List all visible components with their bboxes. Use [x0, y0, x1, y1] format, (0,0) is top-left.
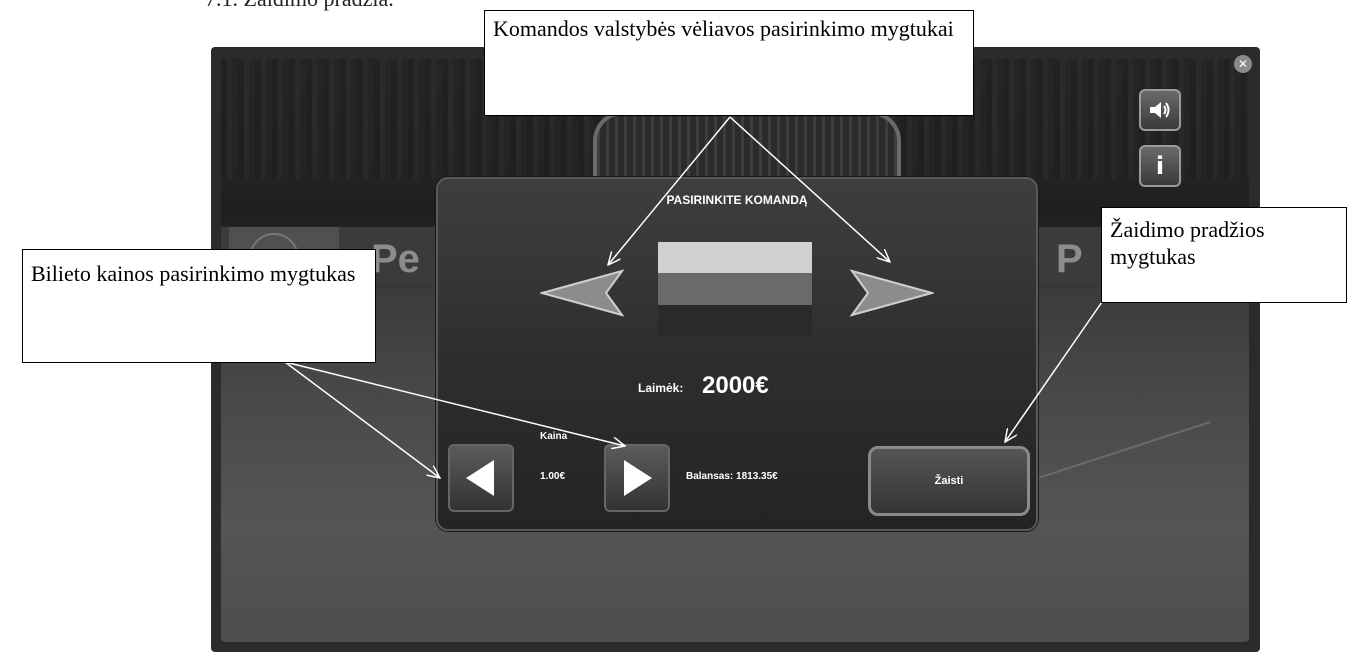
price-label: Kaina [540, 431, 568, 442]
team-next-arrow[interactable] [850, 269, 934, 317]
left-arrow-icon [466, 460, 494, 496]
info-icon[interactable]: i [1139, 145, 1181, 187]
ad-text-left: Pe [371, 237, 420, 281]
callout-team-flag: Komandos valstybės vėliavos pasirinkimo … [484, 10, 974, 116]
arrow-to-play [1005, 301, 1103, 442]
dialog-title: PASIRINKITE KOMANDĄ [666, 193, 808, 207]
flag-stripe-middle [658, 273, 812, 305]
arrow-to-price-increase [284, 361, 625, 446]
price-decrease-button[interactable] [448, 444, 514, 512]
ad-text-right: P [1056, 237, 1083, 281]
close-icon[interactable]: ✕ [1234, 55, 1252, 73]
team-select-dialog: PASIRINKITE KOMANDĄ Laimėk: 2000€ Kaina … [436, 177, 1038, 531]
arrow-to-team-next [729, 116, 890, 262]
callout-ticket-price: Bilieto kainos pasirinkimo mygtukas [22, 249, 376, 363]
price-increase-button[interactable] [604, 444, 670, 512]
flag-stripe-bottom [658, 304, 812, 336]
arrow-to-price-decrease [284, 361, 440, 478]
price-value: 1.00€ [540, 471, 566, 482]
team-prev-arrow[interactable] [540, 269, 624, 317]
balance-text: Balansas: 1813.35€ [686, 471, 778, 482]
team-flag [658, 242, 812, 336]
callout-game-start: Žaidimo pradžios mygtukas [1101, 207, 1347, 303]
win-label: Laimėk: [638, 381, 684, 395]
play-button[interactable]: Žaisti [868, 446, 1030, 516]
speaker-glyph [1150, 102, 1170, 118]
win-value: 2000€ [702, 372, 769, 399]
arrow-to-team-prev [608, 116, 731, 265]
section-heading: 7.1. Žaidimo pradžia. [205, 0, 394, 12]
right-arrow-icon [624, 460, 652, 496]
speaker-icon[interactable] [1139, 89, 1181, 131]
flag-stripe-top [658, 242, 812, 274]
